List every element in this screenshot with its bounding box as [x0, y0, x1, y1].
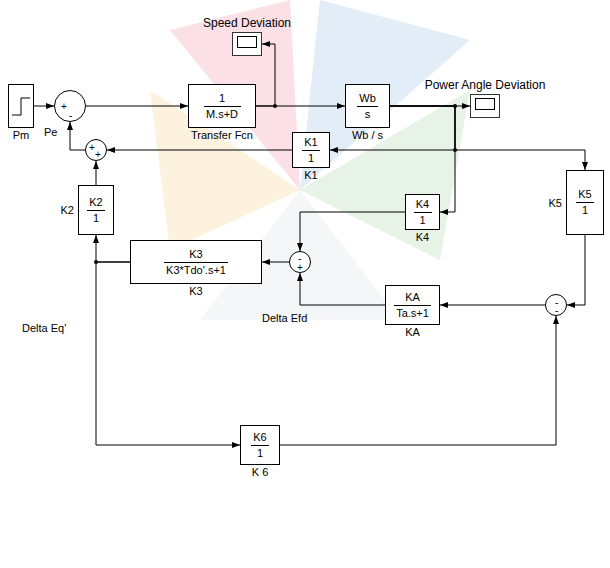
fraction: K61 — [241, 426, 279, 464]
signal-label: Delta Efd — [262, 312, 307, 325]
block-name: K 6 — [252, 466, 269, 479]
fraction: K41 — [406, 195, 439, 229]
transfer-function-block: K3K3*Tdo'.s+1K3 — [130, 240, 262, 284]
sum-sign: + — [297, 263, 303, 273]
signal-line — [86, 106, 188, 107]
branch-point — [94, 260, 98, 264]
denominator: K3*Tdo'.s+1 — [166, 264, 226, 277]
numerator: Wb — [359, 92, 376, 105]
fraction: K51 — [567, 171, 603, 234]
sum-sign: - — [555, 306, 558, 316]
block-name: Transfer Fcn — [191, 129, 253, 142]
signal-line — [70, 122, 85, 150]
signal-line — [280, 316, 556, 445]
watermark-logo — [150, 0, 470, 320]
scope-title: Speed Deviation — [203, 16, 291, 30]
integrator-block: WbsWb / s — [345, 84, 390, 128]
numerator: K3 — [189, 248, 202, 261]
signal-line — [300, 273, 385, 305]
denominator: s — [365, 108, 371, 121]
transfer-function-block: KA Ta.s+1KA — [385, 285, 440, 325]
gain-block: K11K1 — [292, 132, 330, 168]
signal-line — [96, 235, 130, 262]
fraction-bar — [251, 445, 269, 446]
signal-line — [300, 212, 405, 251]
signal-label: Pe — [44, 126, 57, 139]
signal-line — [34, 106, 54, 107]
fraction-bar — [204, 106, 241, 107]
fraction: K21 — [79, 186, 113, 234]
block-name: K5 — [549, 196, 562, 209]
block-name: K2 — [61, 204, 74, 217]
numerator: KA — [405, 291, 420, 304]
scope-block: Speed Deviation — [232, 32, 262, 56]
sum-junction: -+ — [289, 251, 311, 273]
scope-screen — [475, 98, 495, 110]
denominator: Ta.s+1 — [396, 307, 429, 320]
block-name: Wb / s — [352, 129, 383, 142]
fraction: 1M.s+D — [189, 85, 255, 127]
sum-sign: - — [69, 111, 72, 121]
block-name: K3 — [189, 285, 202, 298]
signal-line — [96, 262, 240, 445]
block-name: Pm — [13, 129, 30, 142]
signal-line — [567, 235, 585, 305]
numerator: K2 — [89, 196, 102, 209]
denominator: 1 — [419, 214, 425, 227]
fraction-bar — [576, 202, 594, 203]
block-name: KA — [405, 326, 420, 339]
signal-line — [96, 161, 97, 185]
sum-sign: + — [61, 102, 67, 112]
signal-line — [107, 150, 292, 151]
numerator: 1 — [219, 92, 225, 105]
gain-block: K21K2 — [78, 185, 114, 235]
transfer-function-block: 1M.s+DTransfer Fcn — [188, 84, 256, 128]
sum-junction: +- — [54, 90, 86, 122]
denominator: 1 — [257, 447, 263, 460]
fraction-bar — [414, 212, 432, 213]
gain-block: K41K4 — [405, 194, 440, 230]
signal-line — [440, 305, 545, 306]
denominator: 1 — [93, 212, 99, 225]
denominator: M.s+D — [206, 108, 238, 121]
fraction-bar — [164, 262, 228, 263]
fraction-bar — [357, 106, 378, 107]
sum-junction: ++ — [85, 139, 107, 161]
branch-point — [453, 148, 457, 152]
numerator: K1 — [304, 136, 317, 149]
fraction-bar — [87, 210, 105, 211]
step-source: Pm — [8, 84, 34, 128]
step-symbol — [9, 85, 33, 127]
fraction-bar — [302, 150, 320, 151]
signal-line — [262, 262, 289, 263]
fraction: KA Ta.s+1 — [386, 286, 439, 324]
fraction-bar — [394, 305, 431, 306]
sum-junction: -- — [545, 294, 567, 316]
fraction: Wb s — [346, 85, 389, 127]
numerator: K5 — [578, 188, 591, 201]
gain-block: K51K5 — [566, 170, 604, 235]
denominator: 1 — [582, 204, 588, 217]
numerator: K4 — [416, 198, 429, 211]
scope-title: Power Angle Deviation — [425, 78, 546, 92]
block-name: K4 — [416, 231, 429, 244]
block-name: K1 — [304, 169, 317, 182]
gain-block: K61K 6 — [240, 425, 280, 465]
signal-label: Delta Eq' — [22, 322, 66, 335]
fraction: K11 — [293, 133, 329, 167]
branch-point — [453, 104, 457, 108]
branch-point — [273, 104, 277, 108]
sum-sign: + — [95, 150, 101, 160]
sum-sign: + — [89, 143, 95, 153]
fraction: K3K3*Tdo'.s+1 — [131, 241, 261, 283]
denominator: 1 — [308, 152, 314, 165]
scope-block: Power Angle Deviation — [470, 94, 500, 118]
numerator: K6 — [253, 431, 266, 444]
scope-screen — [237, 36, 257, 48]
